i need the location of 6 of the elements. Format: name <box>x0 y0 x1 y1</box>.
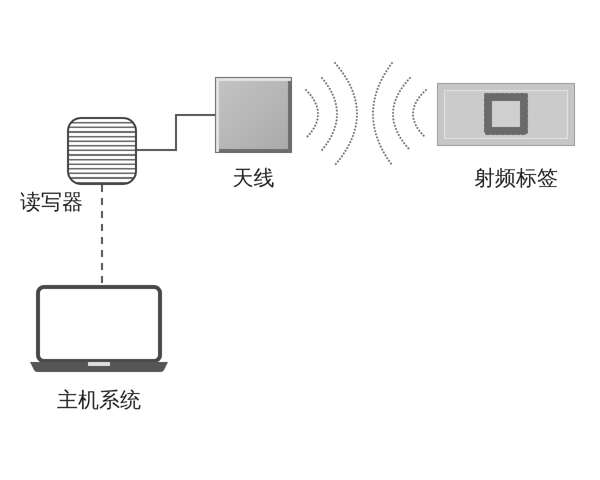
device-label: 读写器 <box>20 190 83 214</box>
device-label: 天线 <box>232 166 274 190</box>
connector-line <box>137 114 215 151</box>
dashed-connector <box>101 185 103 285</box>
device-label: 主机系统 <box>57 388 141 412</box>
device-label: 射频标签 <box>474 166 558 190</box>
